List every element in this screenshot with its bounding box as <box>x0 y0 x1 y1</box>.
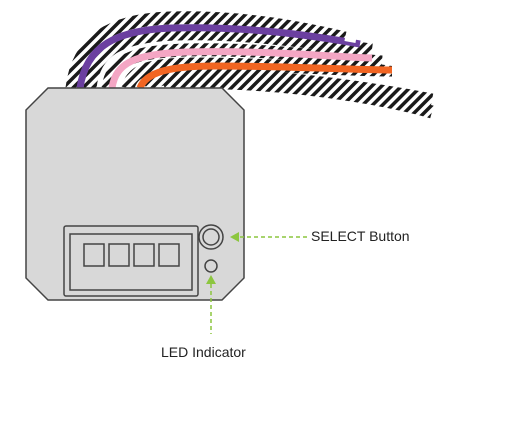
braided-wire <box>142 68 434 107</box>
wire-tip <box>371 47 386 55</box>
terminal-slot <box>158 243 180 267</box>
wire-bundle <box>65 11 445 119</box>
arrow-icon <box>206 275 216 284</box>
wire-tip <box>381 59 397 67</box>
orange-wire <box>136 62 393 90</box>
terminal-slot <box>133 243 155 267</box>
wire-tip <box>431 97 445 105</box>
callout-select <box>230 232 308 242</box>
braided-wire <box>83 27 373 89</box>
wire-tip <box>431 109 445 117</box>
wire-tip <box>344 35 357 43</box>
terminal-slot <box>108 243 130 267</box>
led-indicator <box>204 259 218 273</box>
braided-wire <box>161 76 434 119</box>
pink-wire <box>108 48 373 89</box>
braided-wire <box>65 11 347 89</box>
purple-wire <box>76 24 361 89</box>
terminal-slot <box>83 243 105 267</box>
select-button-label: SELECT Button <box>311 228 410 244</box>
arrow-icon <box>230 232 239 242</box>
led-indicator-label: LED Indicator <box>161 344 246 360</box>
callout-led <box>206 275 216 334</box>
select-button[interactable] <box>202 228 220 246</box>
